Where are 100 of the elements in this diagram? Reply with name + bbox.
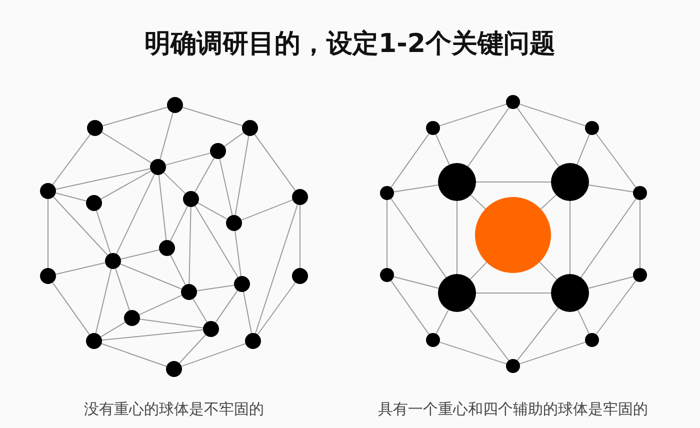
connector-line xyxy=(254,204,298,334)
connector-line xyxy=(596,133,636,188)
connector-line xyxy=(240,199,294,221)
network-node xyxy=(633,186,647,200)
connector-line xyxy=(243,291,252,334)
connector-line xyxy=(436,309,449,334)
connector-line xyxy=(540,194,557,210)
connector-line xyxy=(470,262,488,280)
connector-line xyxy=(139,318,204,328)
connector-line xyxy=(393,184,439,192)
connector-line xyxy=(390,198,447,278)
connector-line xyxy=(224,132,244,147)
title: 明确调研目的，设定1-2个关键问题 xyxy=(144,28,556,61)
network-node xyxy=(167,97,183,113)
connector-line xyxy=(52,282,90,335)
connector-line xyxy=(170,254,186,286)
connector-line xyxy=(257,282,296,336)
connector-line xyxy=(102,106,168,126)
network-node xyxy=(551,274,589,312)
network-node xyxy=(40,268,56,284)
network-node xyxy=(181,284,197,300)
network-node xyxy=(475,197,551,273)
connector-line xyxy=(120,249,160,260)
connector-line xyxy=(178,334,206,364)
connector-line xyxy=(476,292,552,294)
network-node xyxy=(633,268,647,282)
network-node xyxy=(438,163,476,201)
connector-line xyxy=(516,307,559,361)
connector-line xyxy=(588,276,634,289)
connector-line xyxy=(165,152,211,166)
connector-line xyxy=(115,268,130,311)
connector-line xyxy=(188,206,192,284)
connector-line xyxy=(390,280,430,335)
connector-line xyxy=(439,342,507,364)
network-node xyxy=(292,268,308,284)
connector-line xyxy=(116,174,156,254)
network-node xyxy=(426,121,440,135)
caption: 具有一个重心和四个辅助的球体是牢固的 xyxy=(378,400,648,419)
network-node xyxy=(506,95,520,109)
connector-line xyxy=(470,194,486,210)
network-node xyxy=(551,163,589,201)
connector-line xyxy=(158,174,167,241)
network-node xyxy=(585,333,599,347)
connector-line xyxy=(516,107,560,168)
connector-line xyxy=(52,134,91,186)
connector-line xyxy=(215,290,238,323)
network-node xyxy=(234,276,250,292)
network-node xyxy=(426,333,440,347)
connector-line xyxy=(100,170,152,200)
connector-line xyxy=(101,343,167,367)
connector-line xyxy=(192,298,208,323)
network-node xyxy=(226,215,242,231)
connector-line xyxy=(101,132,152,164)
network-node xyxy=(292,189,308,205)
connector-line xyxy=(100,322,126,338)
network-node xyxy=(105,253,121,269)
network-node xyxy=(585,121,599,135)
caption: 没有重心的球体是不牢固的 xyxy=(84,400,264,419)
network-node xyxy=(86,195,102,211)
connector-line xyxy=(393,276,440,289)
network-node xyxy=(159,240,175,256)
connector-line xyxy=(55,168,151,190)
connector-line xyxy=(456,200,458,274)
connector-line xyxy=(182,106,243,126)
connector-line xyxy=(95,268,112,334)
network-node xyxy=(506,359,520,373)
connector-line xyxy=(120,264,182,290)
connector-line xyxy=(234,230,242,277)
connector-line xyxy=(386,200,388,268)
connector-line xyxy=(468,308,510,361)
connector-line xyxy=(181,343,246,367)
connector-line xyxy=(196,284,235,292)
connector-line xyxy=(52,196,108,256)
network-node xyxy=(380,186,394,200)
network-node xyxy=(245,333,261,349)
connector-line xyxy=(160,112,174,160)
connector-line xyxy=(439,104,507,126)
network-node xyxy=(124,310,140,326)
connector-line xyxy=(467,107,510,167)
network-node xyxy=(380,268,394,282)
connector-line xyxy=(234,135,250,216)
connector-line xyxy=(194,157,215,193)
network-node xyxy=(242,120,258,136)
connector-line xyxy=(588,184,634,192)
connector-line xyxy=(219,158,233,216)
connector-line xyxy=(170,206,188,242)
network-node xyxy=(150,159,166,175)
network-node xyxy=(438,274,476,312)
network-node xyxy=(183,191,199,207)
connector-line xyxy=(435,134,450,166)
connector-line xyxy=(596,280,636,335)
network-node xyxy=(166,361,182,377)
connector-line xyxy=(55,262,106,275)
network-node xyxy=(203,321,219,337)
connector-line xyxy=(254,134,296,192)
connector-line xyxy=(197,202,228,220)
connector-line xyxy=(580,198,636,278)
network-node xyxy=(210,143,226,159)
connector-line xyxy=(96,210,111,254)
connector-line xyxy=(519,104,586,126)
